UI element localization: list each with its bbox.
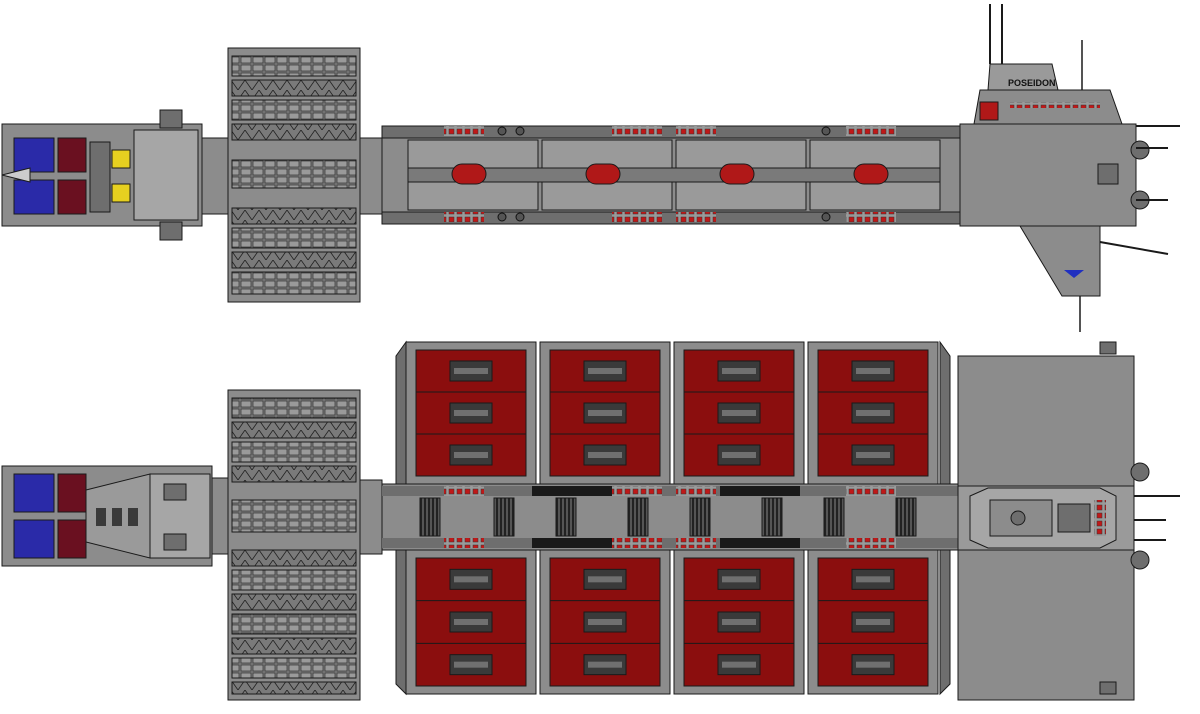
cargo-pods-top	[395, 340, 951, 696]
command-section-side: POSEIDON	[959, 4, 1180, 332]
ship-name-label: POSEIDON	[1008, 78, 1056, 88]
cargo-spine-top	[381, 483, 961, 551]
cargo-pod	[673, 341, 805, 485]
engine-block-side	[1, 109, 229, 241]
top-down-view	[1, 340, 1180, 701]
window-port	[719, 163, 755, 185]
sensor-dish-icon	[1010, 510, 1026, 526]
window-port	[585, 163, 621, 185]
cargo-pod	[405, 549, 537, 695]
truss-module-side	[227, 47, 361, 303]
emblem-icon	[1064, 270, 1084, 278]
window-port	[451, 163, 487, 185]
command-section-top	[957, 341, 1180, 701]
cargo-pod	[405, 341, 537, 485]
cargo-pod	[807, 341, 939, 485]
cargo-pod	[539, 341, 671, 485]
cargo-pod	[539, 549, 671, 695]
engine-block-top	[1, 465, 229, 567]
cargo-pod	[673, 549, 805, 695]
side-profile-view: POSEIDON	[1, 4, 1180, 332]
truss-module-top	[227, 389, 361, 701]
cargo-pod	[807, 549, 939, 695]
window-port	[853, 163, 889, 185]
cargo-spine-side	[381, 125, 961, 225]
